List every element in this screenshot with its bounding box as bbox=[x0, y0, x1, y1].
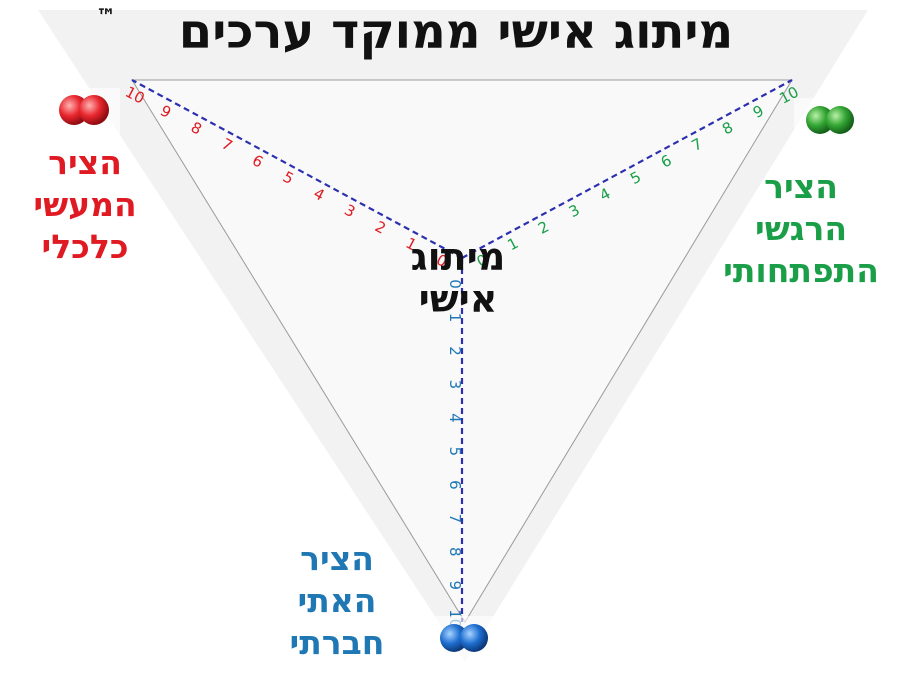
trademark-symbol: ™ bbox=[96, 4, 116, 28]
blue-axis-label: הציר האתי חברתי bbox=[262, 538, 412, 664]
blue-axis-tick-5: 5 bbox=[446, 447, 464, 457]
red-spheres-icon bbox=[48, 88, 120, 134]
blue-axis-tick-0: 0 bbox=[446, 279, 464, 289]
green-axis-label-line-2: הרגשי bbox=[754, 209, 848, 248]
blue-axis-tick-7: 7 bbox=[446, 514, 464, 524]
red-axis-label-line-3: כלכלי bbox=[41, 227, 129, 266]
green-axis-line bbox=[461, 79, 793, 259]
blue-axis-tick-1: 1 bbox=[446, 313, 464, 323]
blue-axis-tick-4: 4 bbox=[446, 413, 464, 423]
red-axis-label-line-2: המעשי bbox=[33, 185, 137, 224]
green-axis-label-line-3: התפתחותי bbox=[723, 251, 879, 290]
blue-axis-tick-9: 9 bbox=[446, 581, 464, 591]
blue-axis-tick-8: 8 bbox=[446, 547, 464, 557]
center-label: מיתוג אישי bbox=[378, 236, 538, 320]
red-axis-line bbox=[131, 79, 463, 259]
center-label-line-2: אישי bbox=[418, 277, 498, 321]
blue-axis-tick-3: 3 bbox=[446, 380, 464, 390]
blue-axis-tick-6: 6 bbox=[446, 480, 464, 490]
page-title: מיתוג אישי ממוקד ערכים bbox=[178, 4, 734, 60]
blue-axis-label-line-2: האתי bbox=[297, 581, 377, 620]
green-axis-label: הציר הרגשי התפתחותי bbox=[690, 166, 912, 292]
center-label-line-1: מיתוג bbox=[410, 235, 506, 279]
red-axis-label: הציר המעשי כלכלי bbox=[0, 142, 170, 268]
blue-axis-label-line-3: חברתי bbox=[289, 623, 385, 662]
blue-axis-tick-2: 2 bbox=[446, 346, 464, 356]
blue-axis-label-line-1: הציר bbox=[300, 539, 374, 578]
green-axis-label-line-1: הציר bbox=[764, 167, 838, 206]
green-spheres-icon bbox=[794, 98, 862, 142]
blue-spheres-icon bbox=[428, 616, 496, 662]
red-axis-label-line-1: הציר bbox=[48, 143, 122, 182]
